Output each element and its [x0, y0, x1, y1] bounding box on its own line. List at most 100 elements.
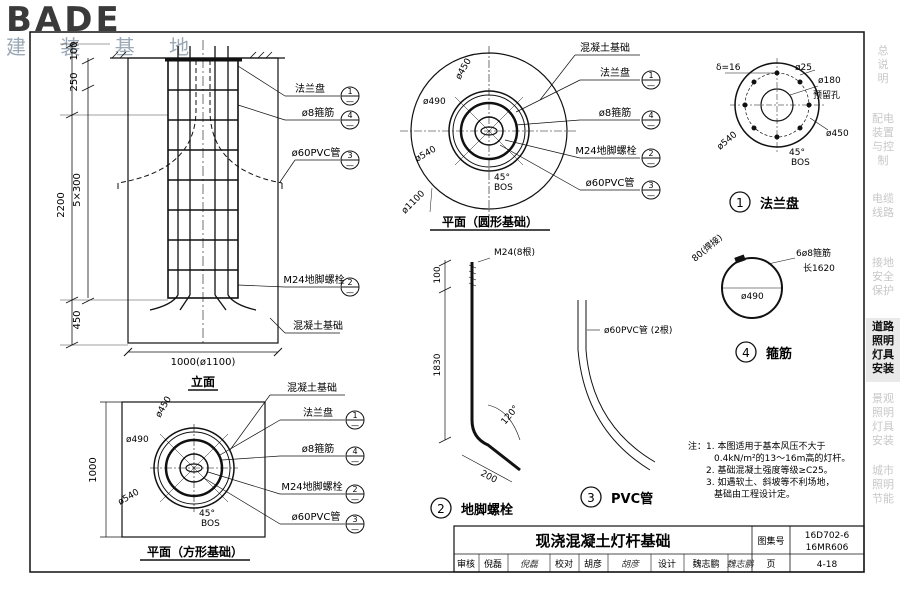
bolt-d1830: 1830: [433, 353, 443, 376]
sq-d450: ø450: [154, 395, 174, 420]
flange-num: 1: [736, 196, 744, 210]
stirrup-num: 4: [742, 346, 750, 360]
svg-text:—: —: [647, 191, 655, 200]
round-plan-view: ø450 ø490 ø540 ø1100 45° BOS 混凝土基础 法兰盘 ø…: [400, 41, 661, 231]
sidebar-chapter-tab[interactable]: 景观 照明 灯具 安装: [872, 392, 894, 447]
note-line: 1. 本图适用于基本风压不大于: [706, 440, 825, 452]
svg-text:3: 3: [347, 151, 352, 160]
rd-d1100: ø1100: [400, 189, 427, 216]
logo-subtitle: 建 装 基 地: [6, 35, 204, 59]
rd-stirrup-label: ø8箍筋: [599, 106, 631, 119]
square-plan-view: 1000 ø450 ø490 ø540 45° BOS 混凝土基础 法兰盘 ø8…: [88, 381, 365, 561]
rd-bolt-label: M24地脚螺栓: [575, 144, 636, 157]
sidebar-chapter-tab[interactable]: 城市 照明 节能: [872, 464, 894, 505]
dim-100: 100: [69, 41, 80, 60]
notes-head: 注：: [688, 440, 706, 452]
designer-signature: 魏志鹏: [726, 559, 754, 570]
rd-concrete-label: 混凝土基础: [580, 41, 630, 54]
dim-450: 450: [72, 310, 83, 329]
note-line: 3. 如遇软土、斜坡等不利场地，: [706, 476, 834, 488]
elevation-view: 250 100 5×300 2200 450 1000(ø1100) 立面 法兰…: [56, 40, 360, 391]
atlas-no2: 16MR606: [806, 543, 849, 553]
note-line: 0.4kN/m²的13～16m高的灯杆。: [714, 452, 850, 464]
pvc-title: PVC管: [611, 491, 653, 507]
bolt-title: 地脚螺栓: [461, 502, 513, 518]
bolt-detail: M24(8根) 100 1830 120° 200 2 地脚螺栓: [430, 246, 535, 519]
svg-text:2: 2: [352, 485, 357, 494]
svg-text:1: 1: [347, 87, 352, 96]
sq-side-dim: 1000: [88, 457, 99, 482]
flange-bos: BOS: [791, 158, 810, 168]
flange-d25: ø25: [795, 63, 812, 73]
svg-text:1: 1: [648, 71, 653, 80]
sidebar-chapter-tab[interactable]: 道路 照明 灯具 安装: [866, 318, 900, 382]
atlas-label: 图集号: [757, 535, 784, 547]
flange-thickness: δ=16: [716, 63, 741, 73]
svg-text:1: 1: [352, 411, 357, 420]
flange-d180: ø180: [818, 76, 841, 86]
flange-hole: 预留孔: [813, 89, 840, 101]
notes: 注： 1. 本图适用于基本风压不大于 0.4kN/m²的13～16m高的灯杆。 …: [688, 440, 850, 500]
sq-stirrup-label: ø8箍筋: [302, 442, 334, 455]
sq-flange-label: 法兰盘: [303, 406, 333, 419]
rd-bos: BOS: [494, 183, 513, 193]
proof-label: 校对: [555, 558, 573, 570]
sidebar-chapter-tab[interactable]: 电缆 线路: [872, 192, 894, 219]
check-label: 审核: [457, 558, 475, 570]
flange-d450: ø450: [826, 129, 849, 139]
sq-bos: BOS: [201, 519, 220, 529]
svg-text:—: —: [351, 525, 359, 534]
bolt-spec: M24(8根): [494, 246, 535, 258]
checker-signature: 倪磊: [520, 559, 539, 570]
pvc-num: 3: [587, 491, 595, 505]
drawing-title: 现浇混凝土灯杆基础: [535, 532, 670, 550]
flange-d540: ø540: [716, 130, 740, 152]
bolt-angle: 120°: [500, 404, 522, 427]
svg-text:4: 4: [648, 111, 653, 120]
flange-angle: 45°: [789, 148, 805, 158]
chapter-sidebar: 总 说 明配电 装置 与控 制电缆 线路接地 安全 保护道路 照明 灯具 安装景…: [866, 32, 900, 568]
elev-flange-label: 法兰盘: [295, 82, 325, 95]
svg-text:—: —: [346, 97, 354, 106]
page-number: 4-18: [817, 560, 838, 570]
sq-bolt-label: M24地脚螺栓: [281, 480, 342, 493]
dim-2200: 2200: [56, 192, 67, 217]
pvc-detail: ø60PVC管 (2根) 3 PVC管: [577, 300, 672, 508]
stirrup-weld: 80(焊接): [689, 232, 725, 265]
sq-pvc-label: ø60PVC管: [292, 510, 341, 523]
svg-text:—: —: [647, 159, 655, 168]
pvc-spec: ø60PVC管 (2根): [604, 324, 672, 336]
bolt-d200: 200: [479, 469, 499, 486]
sidebar-chapter-tab[interactable]: 配电 装置 与控 制: [872, 112, 894, 167]
sq-angle: 45°: [199, 509, 215, 519]
svg-text:4: 4: [352, 447, 357, 456]
svg-text:2: 2: [347, 278, 352, 287]
design-label: 设计: [658, 558, 676, 570]
svg-text:—: —: [346, 121, 354, 130]
elev-stirrup-label: ø8箍筋: [302, 106, 334, 119]
rd-d540: ø540: [414, 144, 439, 164]
dim-250: 250: [69, 72, 80, 91]
bolt-num: 2: [437, 502, 445, 516]
sq-concrete-label: 混凝土基础: [287, 381, 337, 394]
dim-5x300: 5×300: [72, 173, 83, 207]
svg-text:3: 3: [352, 515, 357, 524]
bolt-d100: 100: [433, 266, 443, 283]
elevation-title: 立面: [191, 374, 215, 389]
sidebar-chapter-tab[interactable]: 接地 安全 保护: [872, 256, 894, 297]
bade-logo: BADE 建 装 基 地: [6, 2, 203, 58]
stirrup-detail: 80(焊接) 6ø8箍筋 长1620 ø490 4 箍筋: [689, 232, 835, 363]
page-label: 页: [766, 559, 775, 570]
sq-d540: ø540: [117, 487, 142, 507]
flange-title: 法兰盘: [760, 196, 799, 212]
rd-flange-label: 法兰盘: [600, 66, 630, 79]
svg-text:—: —: [351, 495, 359, 504]
stirrup-title: 箍筋: [766, 346, 792, 362]
stirrup-dia: ø490: [741, 292, 764, 302]
sidebar-chapter-tab[interactable]: 总 说 明: [877, 44, 889, 85]
svg-text:—: —: [647, 121, 655, 130]
note-line: 2. 基础混凝土强度等级≥C25。: [706, 464, 833, 476]
svg-text:2: 2: [648, 149, 653, 158]
stirrup-length: 长1620: [803, 262, 835, 274]
